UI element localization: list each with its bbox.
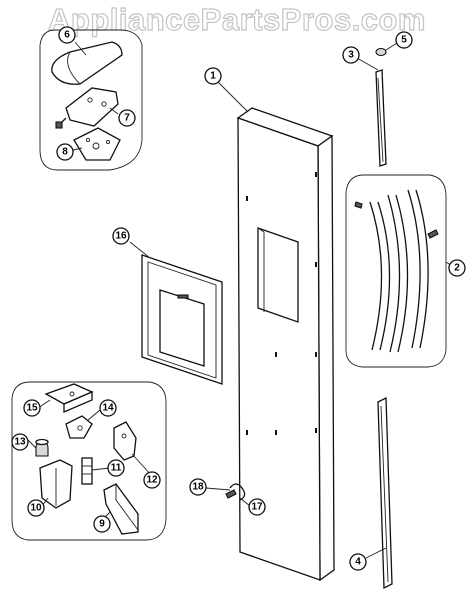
callout-12: 12 — [143, 471, 161, 489]
handle-trim-bottom: 4 — [349, 396, 393, 590]
svg-text:10: 10 — [30, 503, 42, 514]
svg-text:4: 4 — [355, 557, 361, 568]
svg-text:11: 11 — [111, 463, 122, 474]
svg-text:9: 9 — [99, 519, 105, 530]
callout-10: 10 — [27, 499, 45, 517]
svg-text:8: 8 — [62, 147, 68, 158]
svg-text:12: 12 — [146, 475, 158, 486]
callout-11: 11 — [107, 459, 125, 477]
bottom-hinge-group: 15 14 13 11 12 10 9 — [11, 381, 167, 541]
handle-trim-top: 3 5 — [342, 31, 413, 167]
door-bottom-parts: 18 17 — [189, 478, 266, 516]
callout-2: 2 — [448, 259, 466, 277]
svg-text:13: 13 — [14, 437, 26, 448]
callout-14: 14 — [99, 399, 117, 417]
callout-3: 3 — [342, 46, 360, 64]
callout-15: 15 — [23, 399, 41, 417]
callout-9: 9 — [93, 515, 111, 533]
watermark: AppliancePartsPros.com — [47, 1, 426, 37]
svg-text:1: 1 — [210, 71, 216, 82]
svg-text:18: 18 — [192, 482, 204, 493]
callout-1: 1 — [204, 67, 222, 85]
callout-5: 5 — [395, 31, 413, 49]
svg-text:3: 3 — [348, 50, 354, 61]
handle-group: 2 — [345, 174, 466, 368]
callout-6: 6 — [58, 26, 76, 44]
callout-17: 17 — [248, 498, 266, 516]
svg-text:5: 5 — [401, 35, 407, 46]
dispenser-trim: 16 — [112, 227, 223, 385]
callout-18: 18 — [189, 478, 207, 496]
hinge-cover-group: 6 7 8 — [39, 26, 143, 171]
callout-7: 7 — [118, 109, 136, 127]
svg-text:15: 15 — [26, 403, 38, 414]
callout-8: 8 — [56, 143, 74, 161]
callout-4: 4 — [349, 553, 367, 571]
svg-text:16: 16 — [115, 231, 127, 242]
svg-text:17: 17 — [251, 502, 263, 513]
svg-text:14: 14 — [102, 403, 114, 414]
callout-13: 13 — [11, 433, 29, 451]
door-panel: 1 — [204, 67, 335, 582]
callout-16: 16 — [112, 227, 130, 245]
svg-text:7: 7 — [124, 113, 130, 124]
svg-text:6: 6 — [64, 30, 70, 41]
svg-text:2: 2 — [454, 263, 460, 274]
